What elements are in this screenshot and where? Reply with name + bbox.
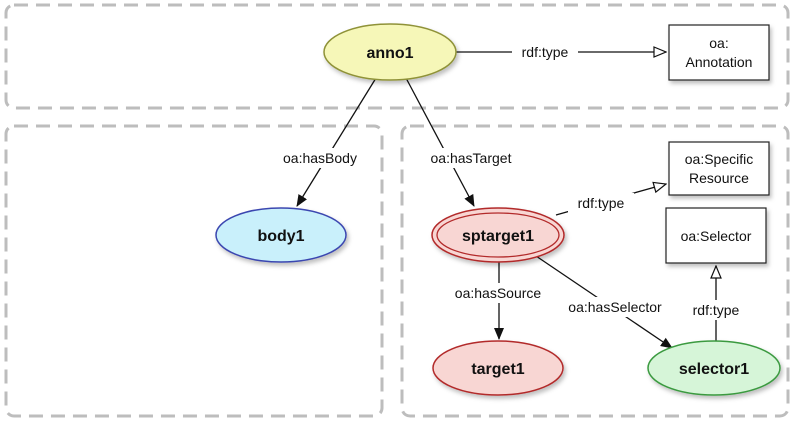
node-label-selector1: selector1	[679, 361, 749, 378]
edge-label-selector-type: rdf:type	[693, 302, 740, 318]
edge-label-has-source: oa:hasSource	[455, 285, 542, 301]
edge-label-anno1-type: rdf:type	[522, 44, 569, 60]
class-box-annotation: oa: Annotation	[668, 24, 770, 81]
edge-label-sptarget-type: rdf:type	[578, 195, 625, 211]
top-group-box	[4, 3, 790, 110]
edge-has-body: oa:hasBody	[279, 77, 377, 207]
edge-selector-type: rdf:type	[683, 266, 749, 342]
body-group-box	[4, 124, 384, 418]
class-label-annotation-line1: oa:	[709, 35, 728, 51]
edge-has-source: oa:hasSource	[442, 260, 554, 340]
class-box-selector: oa:Selector	[665, 207, 767, 264]
class-label-annotation-line2: Annotation	[686, 54, 753, 70]
class-box-specific-resource: oa:Specific Resource	[668, 141, 770, 196]
edge-sptarget-type: rdf:type	[555, 184, 666, 216]
class-label-specific-resource-line1: oa:Specific	[685, 151, 753, 167]
target-group-box	[400, 124, 790, 418]
node-label-anno1: anno1	[366, 45, 413, 62]
class-label-specific-resource-line2: Resource	[689, 170, 749, 186]
edge-has-selector: oa:hasSelector	[535, 255, 674, 349]
edge-label-has-target: oa:hasTarget	[431, 150, 512, 166]
class-label-selector: oa:Selector	[681, 228, 752, 244]
node-body1: body1	[215, 207, 347, 263]
edge-label-has-selector: oa:hasSelector	[568, 299, 662, 315]
node-sptarget1: sptarget1	[431, 207, 565, 263]
node-label-body1: body1	[257, 228, 304, 245]
node-anno1: anno1	[323, 23, 457, 81]
node-label-target1: target1	[471, 361, 524, 378]
edge-has-target: oa:hasTarget	[405, 77, 525, 207]
edge-label-has-body: oa:hasBody	[283, 150, 357, 166]
edge-anno1-type: rdf:type	[456, 42, 666, 62]
node-selector1: selector1	[647, 340, 781, 396]
node-label-sptarget1: sptarget1	[462, 228, 534, 245]
node-target1: target1	[432, 340, 564, 396]
